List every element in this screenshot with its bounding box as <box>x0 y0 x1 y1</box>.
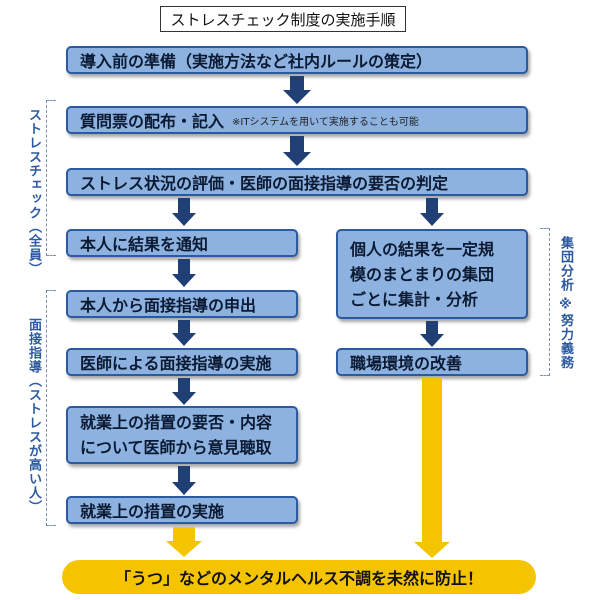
stress-check-bracket <box>46 100 56 256</box>
step-request-interview: 本人から面接指導の申出 <box>66 290 298 318</box>
step-workplace-improvement: 職場環境の改善 <box>336 348 528 376</box>
final-goal-text: 「うつ」などのメンタルヘルス不調を未然に防止！ <box>114 569 483 588</box>
step-notify: 本人に結果を通知 <box>66 229 298 257</box>
step-implement-measures-text: 就業上の措置の実施 <box>80 502 225 521</box>
step-questionnaire: 質問票の配布・記入 ※ITシステムを用いて実施することも可能 <box>66 106 528 134</box>
step-questionnaire-text: 質問票の配布・記入 <box>80 112 225 131</box>
step-hear-opinion-line1: 就業上の措置の要否・内容 <box>80 413 273 432</box>
step-group-analysis-line3: ごとに集計・分析 <box>350 289 479 309</box>
interview-bracket <box>46 290 56 526</box>
interview-label: 面接指導（ストレスが高い人） <box>26 318 41 514</box>
step-group-analysis-line2: 模のまとまりの集団 <box>350 264 495 284</box>
step-notify-text: 本人に結果を通知 <box>80 235 209 254</box>
step-group-analysis: 個人の結果を一定規 模のまとまりの集団 ごとに集計・分析 <box>336 229 528 319</box>
group-analysis-label: 集団分析 ※努力義務 <box>558 236 573 370</box>
step-conduct-interview-text: 医師による面接指導の実施 <box>80 354 272 373</box>
final-goal-banner: 「うつ」などのメンタルヘルス不調を未然に防止！ <box>62 560 536 594</box>
step-preparation: 導入前の準備（実施方法など社内ルールの策定） <box>66 46 528 74</box>
step-evaluation: ストレス状況の評価・医師の面接指導の要否の判定 <box>66 168 528 196</box>
step-group-analysis-line1: 個人の結果を一定規 <box>350 239 495 259</box>
group-analysis-bracket <box>540 228 550 376</box>
step-conduct-interview: 医師による面接指導の実施 <box>66 348 298 376</box>
step-implement-measures: 就業上の措置の実施 <box>66 496 298 524</box>
step-preparation-text: 導入前の準備（実施方法など社内ルールの策定） <box>80 52 433 71</box>
step-hear-opinion: 就業上の措置の要否・内容 について医師から意見聴取 <box>66 406 298 464</box>
step-evaluation-text: ストレス状況の評価・医師の面接指導の要否の判定 <box>80 174 449 193</box>
step-workplace-improvement-text: 職場環境の改善 <box>350 354 463 373</box>
step-request-interview-text: 本人から面接指導の申出 <box>80 296 257 315</box>
step-hear-opinion-line2: について医師から意見聴取 <box>80 438 272 457</box>
step-questionnaire-note: ※ITシステムを用いて実施することも可能 <box>232 116 419 128</box>
stress-check-label: ストレスチェック（全員） <box>26 108 41 276</box>
diagram-title: ストレスチェック制度の実施手順 <box>160 6 406 32</box>
